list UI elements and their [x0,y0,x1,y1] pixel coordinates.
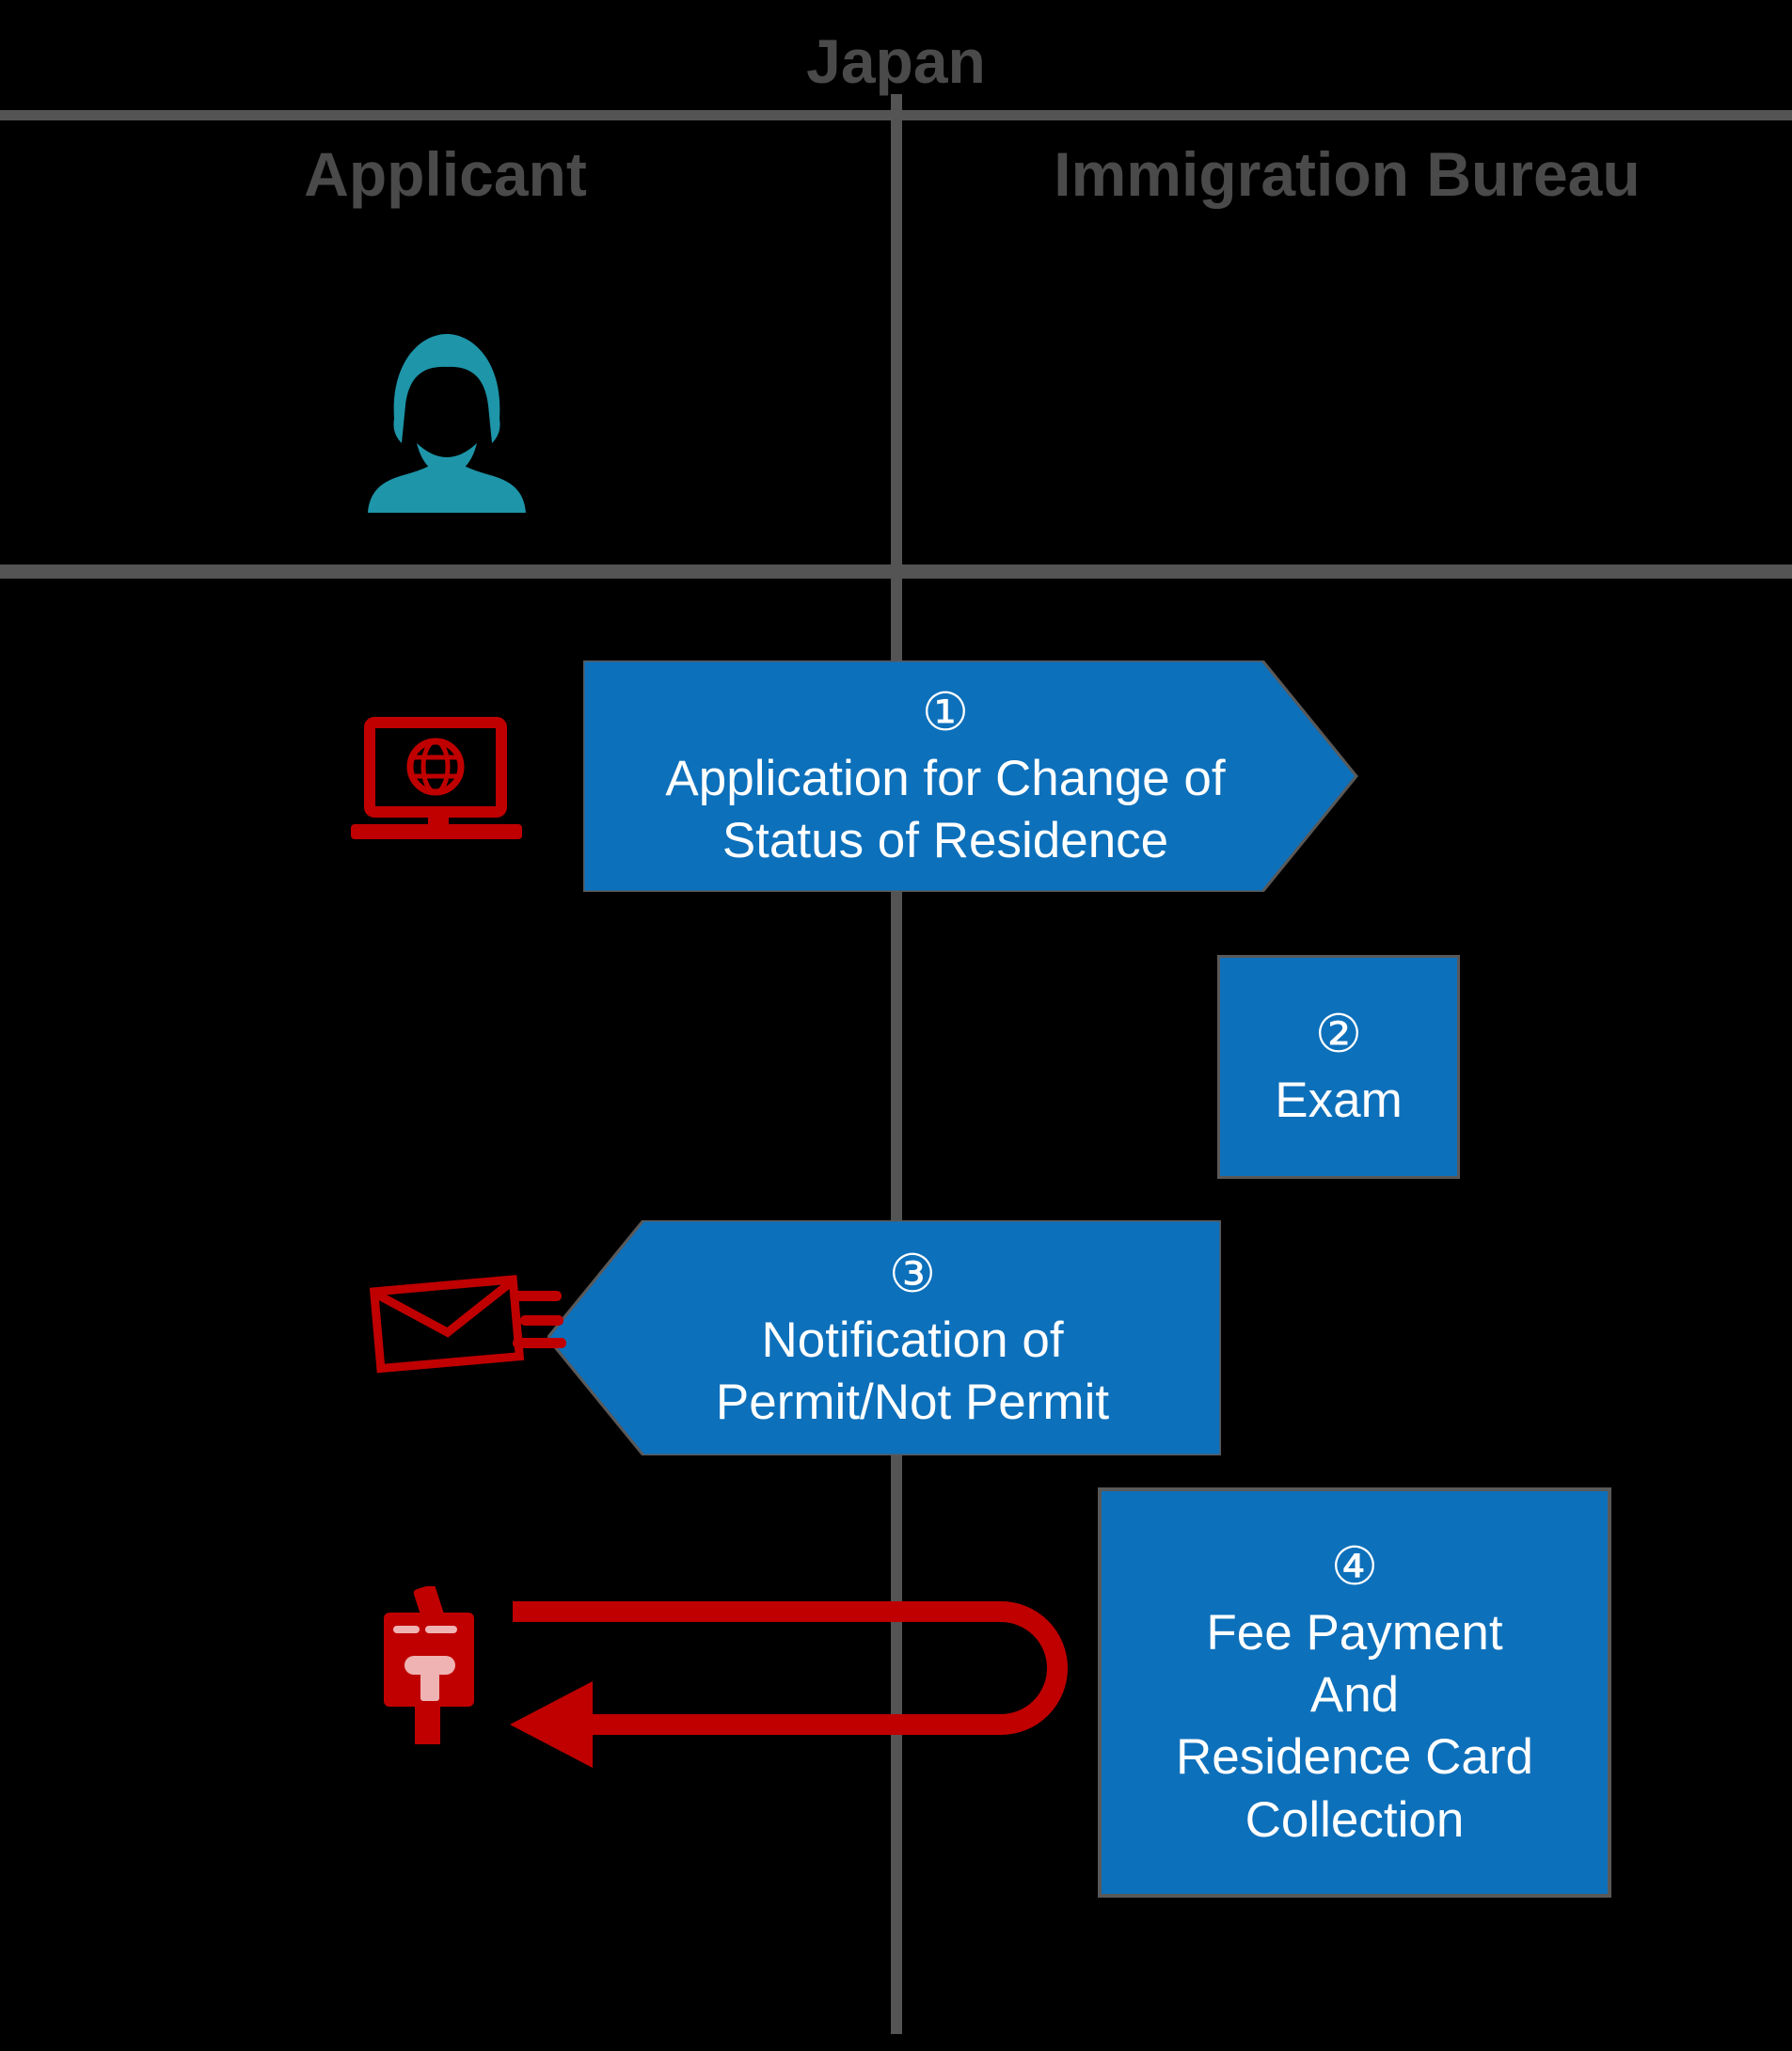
laptop-globe-icon [351,717,522,839]
step4-line4: Collection [1245,1791,1465,1848]
step4-line3: Residence Card [1175,1729,1534,1786]
step2-number: ② [1314,1004,1363,1066]
step1-arrow-shape [583,660,1358,892]
step2-line1: Exam [1275,1073,1403,1129]
lane-divider-line [891,94,902,2034]
step1-line2: Status of Residence [722,813,1169,869]
person-bust-icon [368,334,526,513]
step2-exam-box: ② Exam [1217,955,1460,1179]
mail-speed-icon [370,1275,566,1374]
step3-arrow-shape [547,1220,1221,1455]
step1-number: ① [921,682,970,744]
step4-number: ④ [1330,1536,1379,1598]
diagram-title: Japan [806,26,986,96]
step3-line2: Permit/Not Permit [715,1375,1110,1431]
step4-line2: And [1309,1667,1400,1724]
step4-line1: Fee Payment [1206,1604,1503,1661]
stamp-payment-icon [384,1586,474,1744]
step1-label: ① Application for Change of Status of Re… [583,660,1308,892]
step3-number: ③ [888,1244,937,1306]
step1-line1: Application for Change of [665,751,1226,807]
step4-fee-box: ④ Fee Payment And Residence Card Collect… [1098,1487,1611,1898]
step3-label: ③ Notification of Permit/Not Permit [602,1220,1223,1455]
step3-line1: Notification of [761,1312,1064,1369]
u-turn-arrow-icon [510,1601,1068,1768]
lane-header-applicant: Applicant [304,139,587,209]
lane-header-immigration-bureau: Immigration Bureau [1054,139,1641,209]
